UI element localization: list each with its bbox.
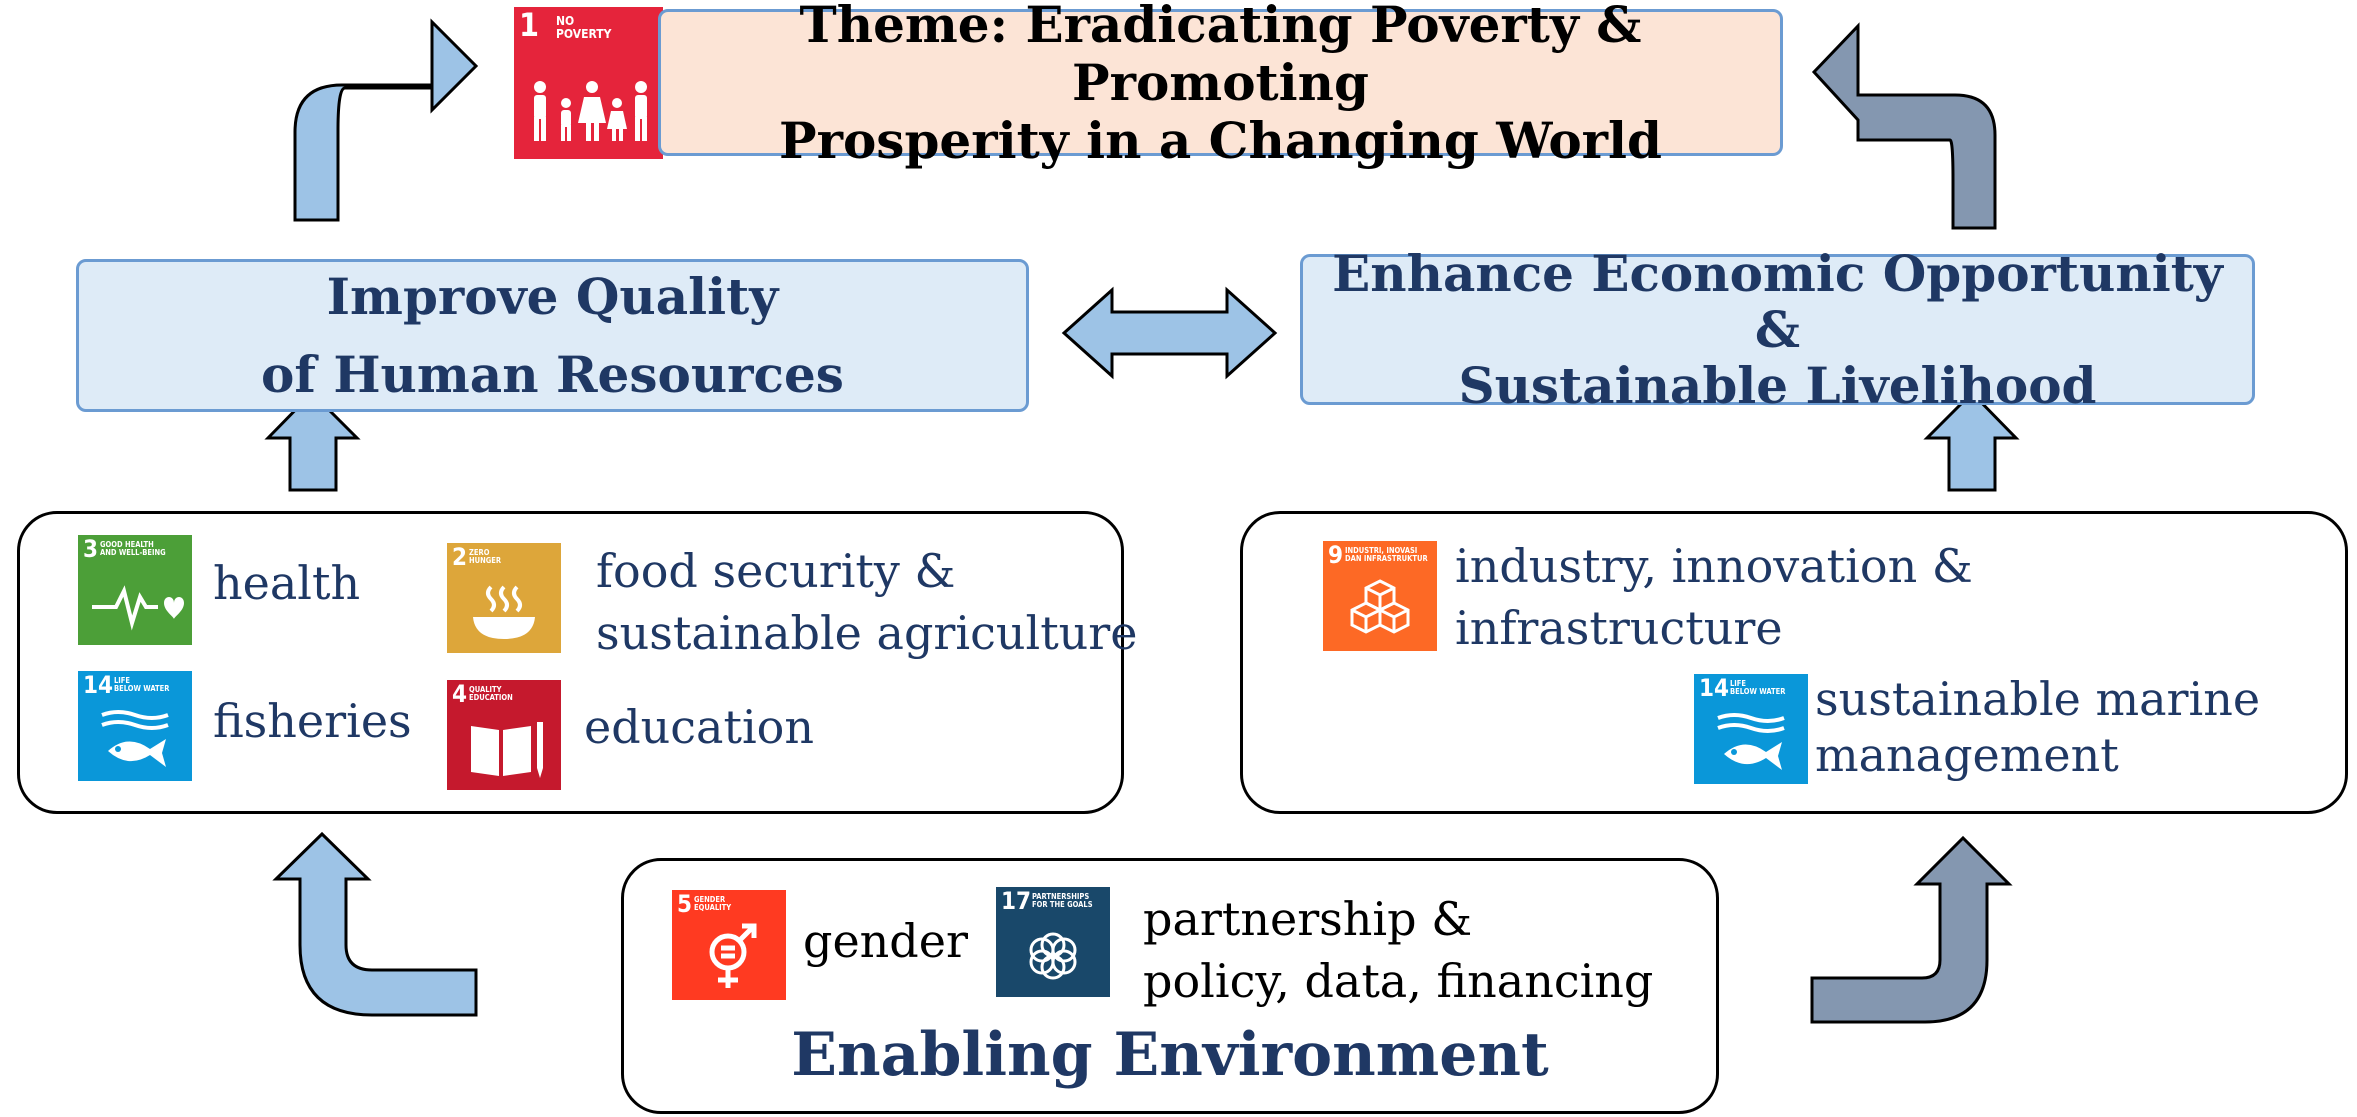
gender-label: gender [803,914,968,968]
theme-box: Theme: Eradicating Poverty & Promoting P… [658,0,1783,169]
sdg-label: ZERO HUNGER [469,548,502,565]
food-security-label: food security & sustainable agriculture [596,544,1138,660]
human-resources-box: Improve Quality of Human Resources [76,259,1029,412]
gender-icon [709,923,757,988]
human-resources-title: Improve Quality of Human Resources [261,266,844,404]
arrow-env-to-right [1810,835,2013,1024]
sdg-tile-good-health: 3 GOOD HEALTH AND WELL-BEING [78,535,192,645]
enabling-environment-panel [621,858,1719,1114]
sdg-label: LIFE BELOW WATER [114,676,170,693]
sdg-label: NO POVERTY [556,14,612,41]
sdg-label: LIFE BELOW WATER [1730,679,1786,696]
arrow-env-to-left [272,831,478,1017]
sdg-tile-no-poverty: 1 NO POVERTY [514,7,663,159]
enabling-environment-title: Enabling Environment [791,1020,1549,1090]
theme-title: Theme: Eradicating Poverty & Promoting P… [779,0,1662,170]
health-label: health [213,556,361,610]
education-label: education [584,700,814,754]
fisheries-label: fisheries [213,694,412,748]
arrow-bidirectional [1061,286,1278,380]
cubes-icon [1350,579,1410,634]
sdg-tile-quality-education: 4 QUALITY EDUCATION [447,680,561,790]
sdg-number: 2 [452,543,468,571]
sdg-tile-industry-innovation: 9 INDUSTRI, INOVASI DAN INFRASTRUKTUR [1323,541,1437,651]
sdg-number: 14 [1699,674,1730,702]
sdg-label: QUALITY EDUCATION [469,685,513,702]
arrow-econ-to-theme [1811,22,1997,230]
bowl-icon [473,585,535,639]
sdg-tile-partnerships: 17 PARTNERSHIPS FOR THE GOALS [996,887,1110,997]
sdg-tile-gender-equality: 5 GENDER EQUALITY [672,890,786,1000]
fish-icon [101,710,169,767]
family-icon [534,81,647,141]
sdg-number: 14 [83,671,114,699]
sdg-label: GENDER EQUALITY [694,895,732,912]
sdg-tile-zero-hunger: 2 ZERO HUNGER [447,543,561,653]
sdg-number: 17 [1001,887,1032,915]
sdg-label: PARTNERSHIPS FOR THE GOALS [1032,892,1093,909]
flower-icon [1029,932,1077,980]
sdg-tile-life-below-water: 14 LIFE BELOW WATER [78,671,192,781]
partnership-label: partnership & policy, data, financing [1143,892,1654,1008]
sdg-number: 1 [519,7,540,44]
marine-management-label: sustainable marine management [1815,672,2261,782]
economic-opportunity-box: Enhance Economic Opportunity & Sustainab… [1300,245,2255,413]
sdg-number: 5 [677,890,693,918]
sdg-tile-life-below-water-2: 14 LIFE BELOW WATER [1694,674,1808,784]
book-icon [471,722,543,778]
economic-opportunity-title: Enhance Economic Opportunity & Sustainab… [1332,243,2223,415]
sdg-label: INDUSTRI, INOVASI DAN INFRASTRUKTUR [1345,546,1428,563]
human-development-panel [17,511,1124,814]
sdg-number: 9 [1328,541,1344,569]
fish-icon [1717,713,1785,770]
arrow-hr-to-theme [293,18,479,222]
sdg-number: 4 [452,680,468,708]
heartbeat-icon [92,585,184,631]
industry-label: industry, innovation & infrastructure [1455,539,1973,655]
sdg-label: GOOD HEALTH AND WELL-BEING [100,540,166,557]
sdg-number: 3 [83,535,99,563]
